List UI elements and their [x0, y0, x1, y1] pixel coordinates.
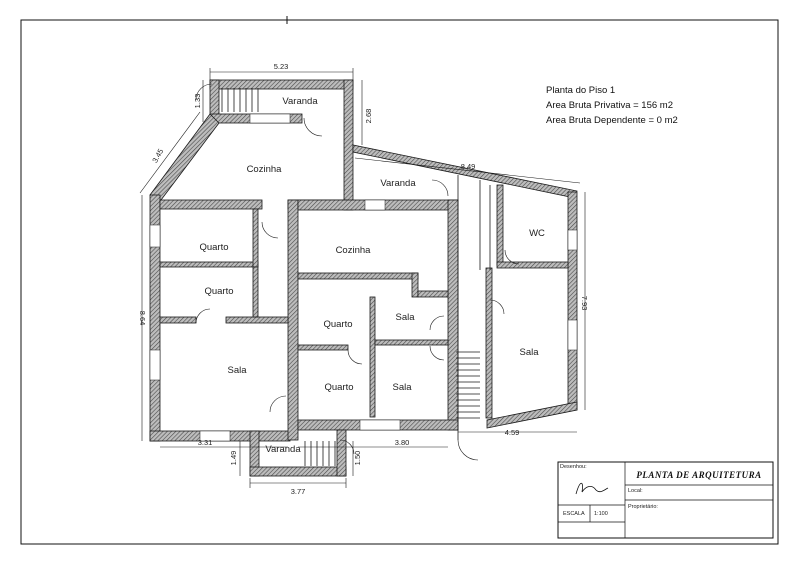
- wall-quarto2-right: [252, 266, 259, 318]
- room-cozinha-center: Cozinha: [336, 245, 372, 256]
- room-quarto-1: Quarto: [199, 242, 228, 253]
- dim-top-left-vertical: 1.33: [193, 94, 202, 109]
- room-quarto-4: Quarto: [324, 382, 353, 393]
- room-cozinha-left: Cozinha: [247, 164, 283, 175]
- windows: [149, 113, 578, 442]
- wall-right-outer: [567, 191, 578, 411]
- dim-bottom-left: 3.31: [198, 438, 213, 447]
- dimension-lines: [139, 68, 586, 488]
- dim-bottom-varanda-right: 1.50: [353, 451, 362, 466]
- wall-top-varanda: [209, 79, 354, 90]
- dim-right-top: 8.49: [461, 162, 476, 171]
- door-swings: [195, 83, 520, 461]
- wall-sala-top-b: [225, 316, 289, 324]
- tb-local-label: Local:: [628, 488, 643, 494]
- room-wc: WC: [529, 228, 545, 239]
- dim-top-right-vertical: 2.68: [364, 109, 373, 124]
- room-quarto-2: Quarto: [204, 286, 233, 297]
- sheet-frame: [20, 19, 779, 545]
- tb-owner-label: Proprietário:: [628, 504, 658, 510]
- wall-sala-small-left: [369, 296, 376, 418]
- tb-title: PLANTA DE ARQUITETURA: [636, 470, 761, 480]
- wall-cozinha-right-b: [417, 290, 449, 298]
- wall-right-top: [352, 144, 578, 199]
- dim-bottom-total: 3.77: [291, 487, 306, 496]
- wall-cozinha-right: [411, 272, 419, 298]
- dim-bottom-right: 4.59: [505, 428, 520, 437]
- info-gross-dependent-area: Area Bruta Dependente = 0 m2: [546, 115, 678, 126]
- wall-sala-top-a: [159, 316, 197, 324]
- room-sala-small: Sala: [395, 312, 415, 323]
- tb-drawn-label: Desenhou:: [560, 464, 587, 470]
- stairs: [221, 88, 491, 466]
- walls: [149, 79, 578, 477]
- tb-scale-label: ESCALA: [563, 511, 585, 517]
- title-block: [557, 461, 774, 539]
- wall-right-upper: [343, 79, 354, 211]
- wall-wc-bottom: [496, 261, 569, 269]
- wall-kitchen-bottom: [159, 199, 263, 210]
- wall-middle: [287, 199, 299, 441]
- room-varanda-bottom: Varanda: [265, 444, 301, 455]
- wall-varanda-bottom-right: [336, 429, 347, 477]
- wall-quarto-right: [252, 208, 259, 268]
- dim-left-vertical: 8.64: [138, 311, 147, 326]
- info-gross-private-area: Area Bruta Privativa = 156 m2: [546, 100, 673, 111]
- wall-varanda-bottom: [249, 466, 347, 477]
- room-varanda-top: Varanda: [282, 96, 318, 107]
- wall-center-right: [447, 199, 459, 431]
- wall-wc-left: [496, 184, 504, 266]
- room-sala-center: Sala: [392, 382, 412, 393]
- tb-scale-value: 1:100: [594, 511, 608, 517]
- wall-sala-right-left: [485, 267, 493, 419]
- wall-quarto3-bottom: [297, 344, 349, 351]
- wall-right-bottom: [486, 401, 578, 429]
- info-title: Planta do Piso 1: [546, 85, 615, 96]
- room-varanda-right: Varanda: [380, 178, 416, 189]
- signature-mark: [575, 482, 609, 495]
- room-quarto-3: Quarto: [323, 319, 352, 330]
- room-sala-right: Sala: [519, 347, 539, 358]
- dim-right-vertical: 7.93: [580, 296, 589, 311]
- wall-quarto-divider: [159, 261, 259, 268]
- dim-bottom-center: 3.80: [395, 438, 410, 447]
- dim-top: 5.23: [274, 62, 289, 71]
- room-sala-left: Sala: [227, 365, 247, 376]
- dim-bottom-varanda-left: 1.49: [229, 451, 238, 466]
- wall-cozinha-bottom: [297, 272, 419, 280]
- wall-sala-small-bottom: [374, 339, 449, 346]
